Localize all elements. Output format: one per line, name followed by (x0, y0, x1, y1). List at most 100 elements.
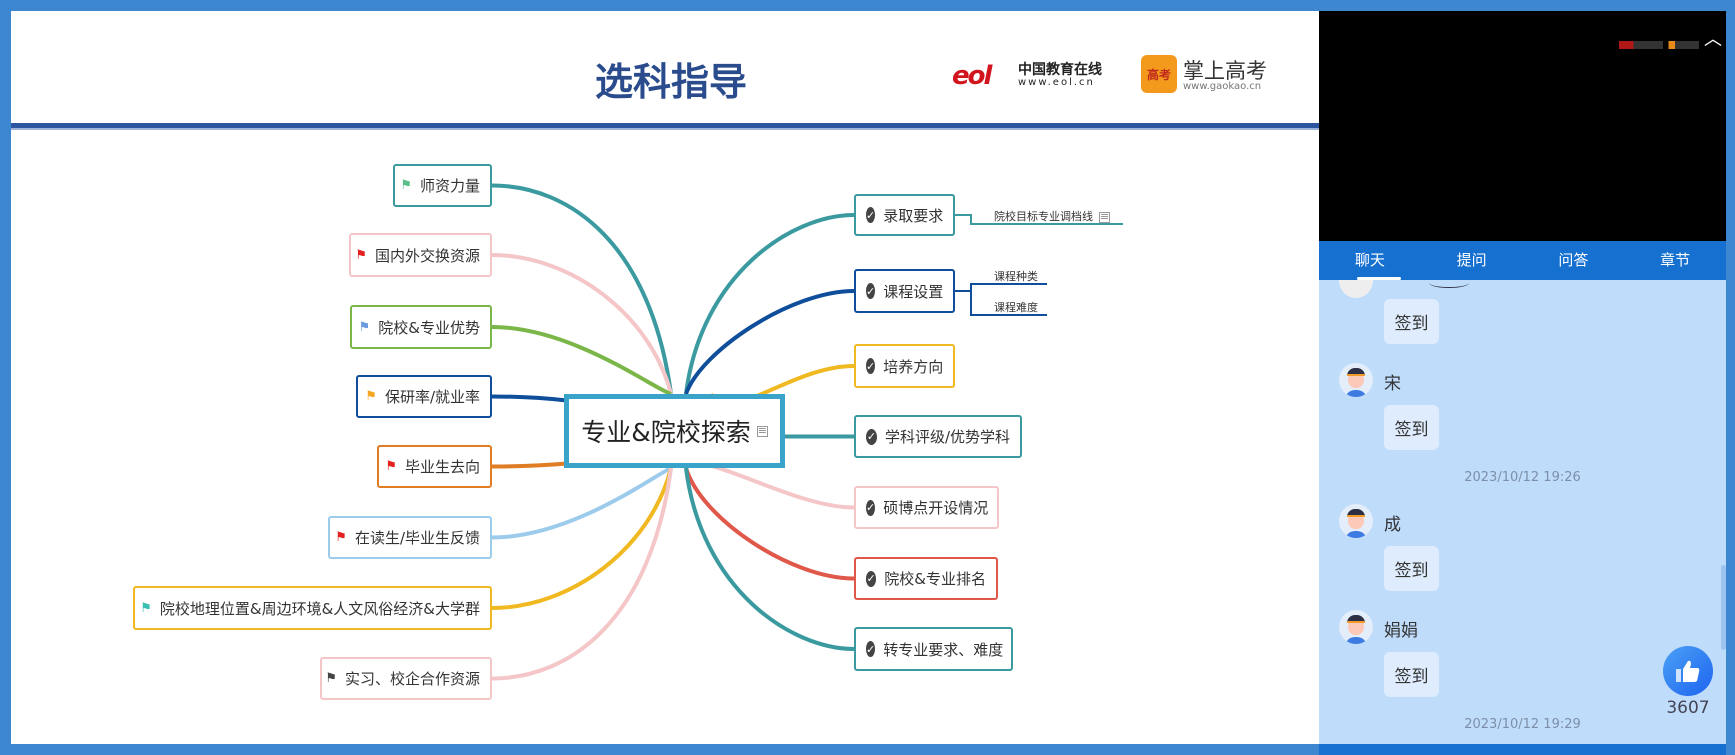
flag-icon: ⚑ (325, 671, 337, 686)
avatar (1339, 504, 1373, 538)
subtopic-course-difficulty[interactable]: 课程难度 (994, 301, 1038, 314)
flag-icon: ⚑ (385, 459, 397, 474)
left-branch-link (491, 394, 568, 403)
topic-label: 师资力量 (419, 177, 480, 195)
tab-qa[interactable]: 问答 (1558, 251, 1589, 269)
left-branch-link (491, 467, 673, 610)
thumbs-up-icon (1676, 660, 1700, 682)
like-count: 3607 (1666, 698, 1710, 718)
check-icon: ✓ (866, 499, 876, 516)
message-bubble: 签到 (1384, 299, 1439, 344)
left-topic-node[interactable]: ⚑ 保研率/就业率 (356, 375, 492, 418)
message-bubble: 签到 (1384, 405, 1439, 450)
flag-icon: ⚑ (400, 178, 412, 193)
timestamp: 2023/10/12 19:26 (1464, 470, 1581, 485)
left-branch-link (491, 183, 673, 395)
flag-icon: ⚑ (355, 247, 367, 263)
message-bubble: 签到 (1384, 652, 1439, 697)
flag-icon: ⚑ (335, 530, 347, 545)
slide: 选科指导 eol 中国教育在线 www.eol.cn 高考 掌上高考 www.g… (11, 11, 1319, 744)
right-topic-node[interactable]: ✓ 录取要求 (854, 194, 955, 236)
check-icon: ✓ (866, 570, 877, 587)
topic-label: 实习、校企合作资源 (344, 670, 480, 688)
panel-bottom-bar (1319, 744, 1726, 755)
right-branch-link (684, 213, 855, 395)
user-name: 娟娟 (1384, 621, 1418, 641)
check-icon: ✓ (866, 641, 876, 657)
left-topic-node[interactable]: ⚑ 师资力量 (393, 164, 492, 207)
avatar (1339, 610, 1373, 644)
avatar (1339, 280, 1373, 298)
timestamp: 2023/10/12 19:29 (1464, 717, 1581, 732)
user-name: 宋 (1384, 374, 1401, 394)
left-topic-node[interactable]: ⚑ 院校&专业优势 (350, 305, 492, 349)
topic-label: 硕博点开设情况 (883, 499, 989, 517)
subtopic-course-type[interactable]: 课程种类 (994, 270, 1038, 283)
user-name: 成 (1384, 515, 1401, 535)
topic-label: 转专业要求、难度 (883, 640, 1004, 659)
subtopic-link (955, 214, 1123, 225)
flag-icon: ⚑ (358, 319, 371, 335)
topic-label: 学科评级/优势学科 (884, 428, 1010, 446)
tab-ask[interactable]: 提问 (1456, 251, 1487, 269)
topic-label: 录取要求 (883, 206, 944, 225)
note-icon: ≡ (756, 423, 768, 437)
subtopic-link (955, 283, 1047, 292)
gaokao-logo: 高考 掌上高考 www.gaokao.cn (1141, 55, 1301, 95)
topic-label: 院校&专业优势 (378, 318, 480, 337)
check-icon: ✓ (866, 428, 877, 445)
right-topic-node[interactable]: ✓ 培养方向 (854, 344, 955, 388)
avatar (1339, 363, 1373, 397)
right-topic-node[interactable]: ✓ 转专业要求、难度 (854, 627, 1013, 671)
check-icon: ✓ (866, 358, 876, 374)
left-topic-node[interactable]: ⚑ 院校地理位置&周边环境&人文风俗经济&大学群 (133, 586, 492, 630)
right-branch-link (684, 289, 855, 395)
check-icon: ✓ (866, 207, 876, 223)
subtopic-link (970, 291, 1047, 316)
left-branch-link (491, 325, 672, 396)
header-divider (11, 123, 1319, 128)
video-watermark-logo (1619, 41, 1699, 49)
left-branch-link (491, 461, 568, 469)
left-branch-link (491, 467, 673, 681)
check-icon: ✓ (866, 283, 876, 299)
left-topic-node[interactable]: ⚑ 毕业生去向 (377, 445, 492, 488)
subtopic-admission-line[interactable]: 院校目标专业调档线≡ (994, 210, 1110, 223)
message-bubble: 签到 (1384, 546, 1439, 591)
flag-icon: ⚑ (365, 389, 377, 404)
topic-label: 国内外交换资源 (374, 246, 480, 265)
right-topic-node[interactable]: ✓ 学科评级/优势学科 (854, 415, 1022, 458)
left-topic-node[interactable]: ⚑ 国内外交换资源 (349, 233, 492, 277)
right-branch-link (684, 461, 855, 510)
chat-list[interactable]: 签到 宋 签到 2023/10/12 19:26 成 签到 娟娟 签到 2023… (1319, 280, 1726, 744)
like-button[interactable] (1663, 646, 1713, 696)
tab-chat[interactable]: 聊天 (1319, 241, 1421, 280)
right-branch-link (684, 467, 855, 581)
flag-icon: ⚑ (140, 600, 152, 616)
left-branch-link (491, 466, 672, 540)
topic-label: 院校&专业排名 (884, 570, 986, 588)
user-name-drawing (1429, 280, 1469, 288)
left-topic-node[interactable]: ⚑ 实习、校企合作资源 (320, 657, 492, 700)
right-topic-node[interactable]: ✓ 硕博点开设情况 (854, 486, 999, 529)
topic-label: 在读生/毕业生反馈 (354, 529, 480, 547)
panel-tabs: 聊天 提问 问答 章节 (1319, 241, 1726, 280)
topic-label: 院校地理位置&周边环境&人文风俗经济&大学群 (159, 599, 480, 618)
topic-label: 课程设置 (883, 282, 944, 301)
left-topic-node[interactable]: ⚑ 在读生/毕业生反馈 (328, 516, 492, 559)
video-player[interactable]: ︿ (1319, 11, 1726, 241)
tab-chapters[interactable]: 章节 (1660, 251, 1691, 269)
central-topic[interactable]: 专业&院校探索≡ (564, 394, 785, 468)
eol-logo: eol 中国教育在线 www.eol.cn (952, 61, 1102, 91)
chat-scrollbar[interactable] (1721, 565, 1726, 650)
mindmap-links (491, 183, 1123, 681)
collapse-chevron-up-icon[interactable]: ︿ (1704, 29, 1722, 50)
right-topic-node[interactable]: ✓ 课程设置 (854, 269, 955, 313)
topic-label: 毕业生去向 (404, 458, 480, 476)
right-topic-node[interactable]: ✓ 院校&专业排名 (854, 557, 998, 600)
topic-label: 保研率/就业率 (384, 388, 480, 406)
topic-label: 培养方向 (883, 357, 944, 376)
left-branch-link (491, 253, 673, 395)
header-divider-shadow (11, 128, 1319, 130)
note-icon: ≡ (1099, 210, 1110, 223)
